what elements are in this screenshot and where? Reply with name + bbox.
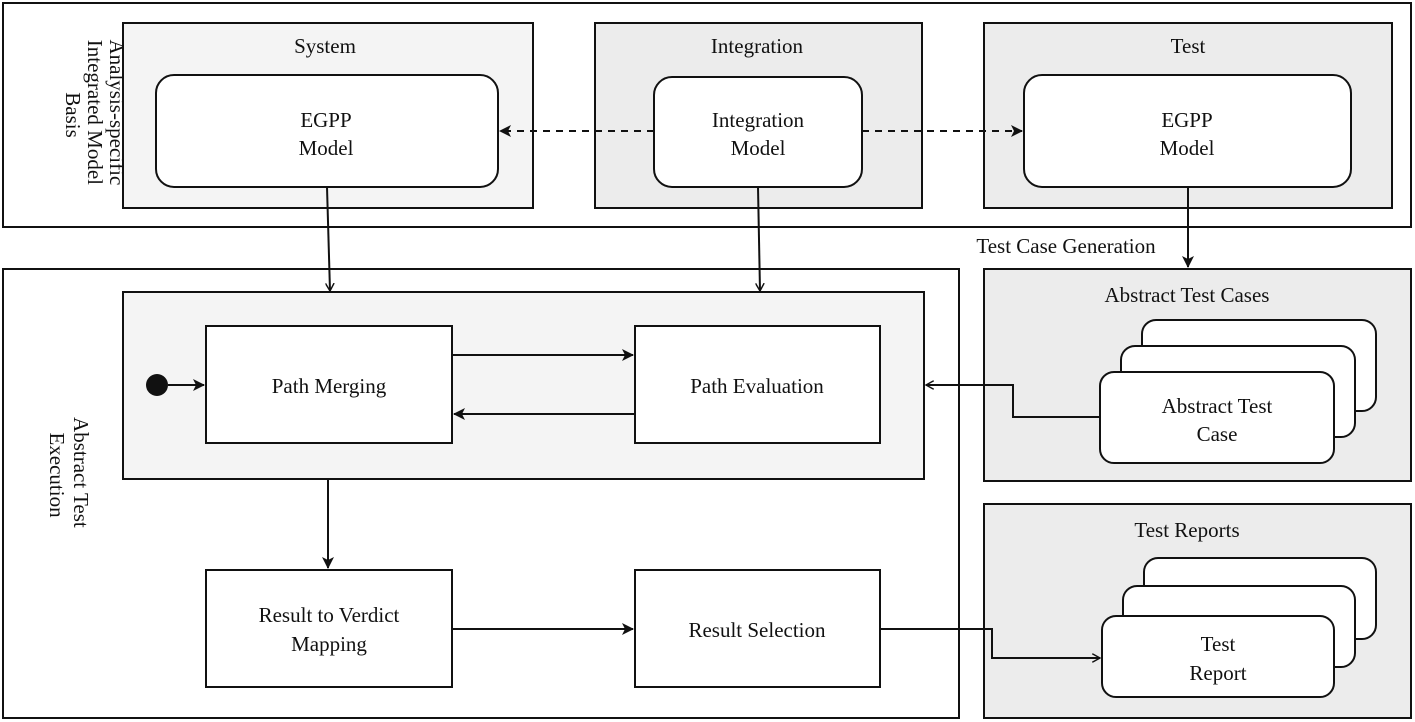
test-panel: Test EGPP Model [983, 22, 1393, 209]
system-panel: System EGPP Model [122, 22, 534, 209]
path-evaluation-box [634, 325, 881, 444]
path-evaluation-label: Path Evaluation [690, 374, 824, 398]
integration-model-line1: Integration [712, 108, 805, 132]
test-model-line1: EGPP [1161, 108, 1212, 132]
integration-model-line2: Model [731, 136, 786, 160]
test-report-line2: Report [1189, 661, 1246, 685]
test-model-line2: Model [1160, 136, 1215, 160]
system-model-line2: Model [299, 136, 354, 160]
integration-model [653, 76, 863, 188]
model-basis-label: Analysis-specific Integrated Model Basis [61, 39, 129, 190]
execution-label: Abstract Test Execution [45, 417, 93, 533]
integration-model-feed [758, 186, 760, 291]
test-case-to-execution-arrow [926, 385, 1100, 418]
test-report-line1: Test [1201, 632, 1236, 656]
result-mapping-line2: Mapping [291, 632, 367, 656]
integration-title: Integration [711, 34, 804, 58]
abstract-test-cases-title: Abstract Test Cases [1105, 283, 1270, 307]
initial-node [146, 374, 168, 396]
result-mapping-line1: Result to Verdict [259, 603, 400, 627]
selection-to-report-arrow [880, 628, 1100, 658]
abstract-test-case-line2: Case [1197, 422, 1238, 446]
result-selection-label: Result Selection [688, 618, 826, 642]
integration-panel: Integration Integration Model [594, 22, 923, 209]
result-mapping-box [205, 569, 453, 688]
test-reports-title: Test Reports [1134, 518, 1239, 542]
result-selection-box [634, 569, 881, 688]
test-title: Test [1171, 34, 1206, 58]
system-title: System [294, 34, 356, 58]
test-report-card [1101, 615, 1335, 698]
abstract-test-case-line1: Abstract Test [1162, 394, 1273, 418]
system-model-feed [327, 186, 330, 291]
path-merging-box [205, 325, 453, 444]
test-case-generation-label: Test Case Generation [976, 234, 1156, 258]
system-model-line1: EGPP [300, 108, 351, 132]
path-merging-label: Path Merging [272, 374, 387, 398]
